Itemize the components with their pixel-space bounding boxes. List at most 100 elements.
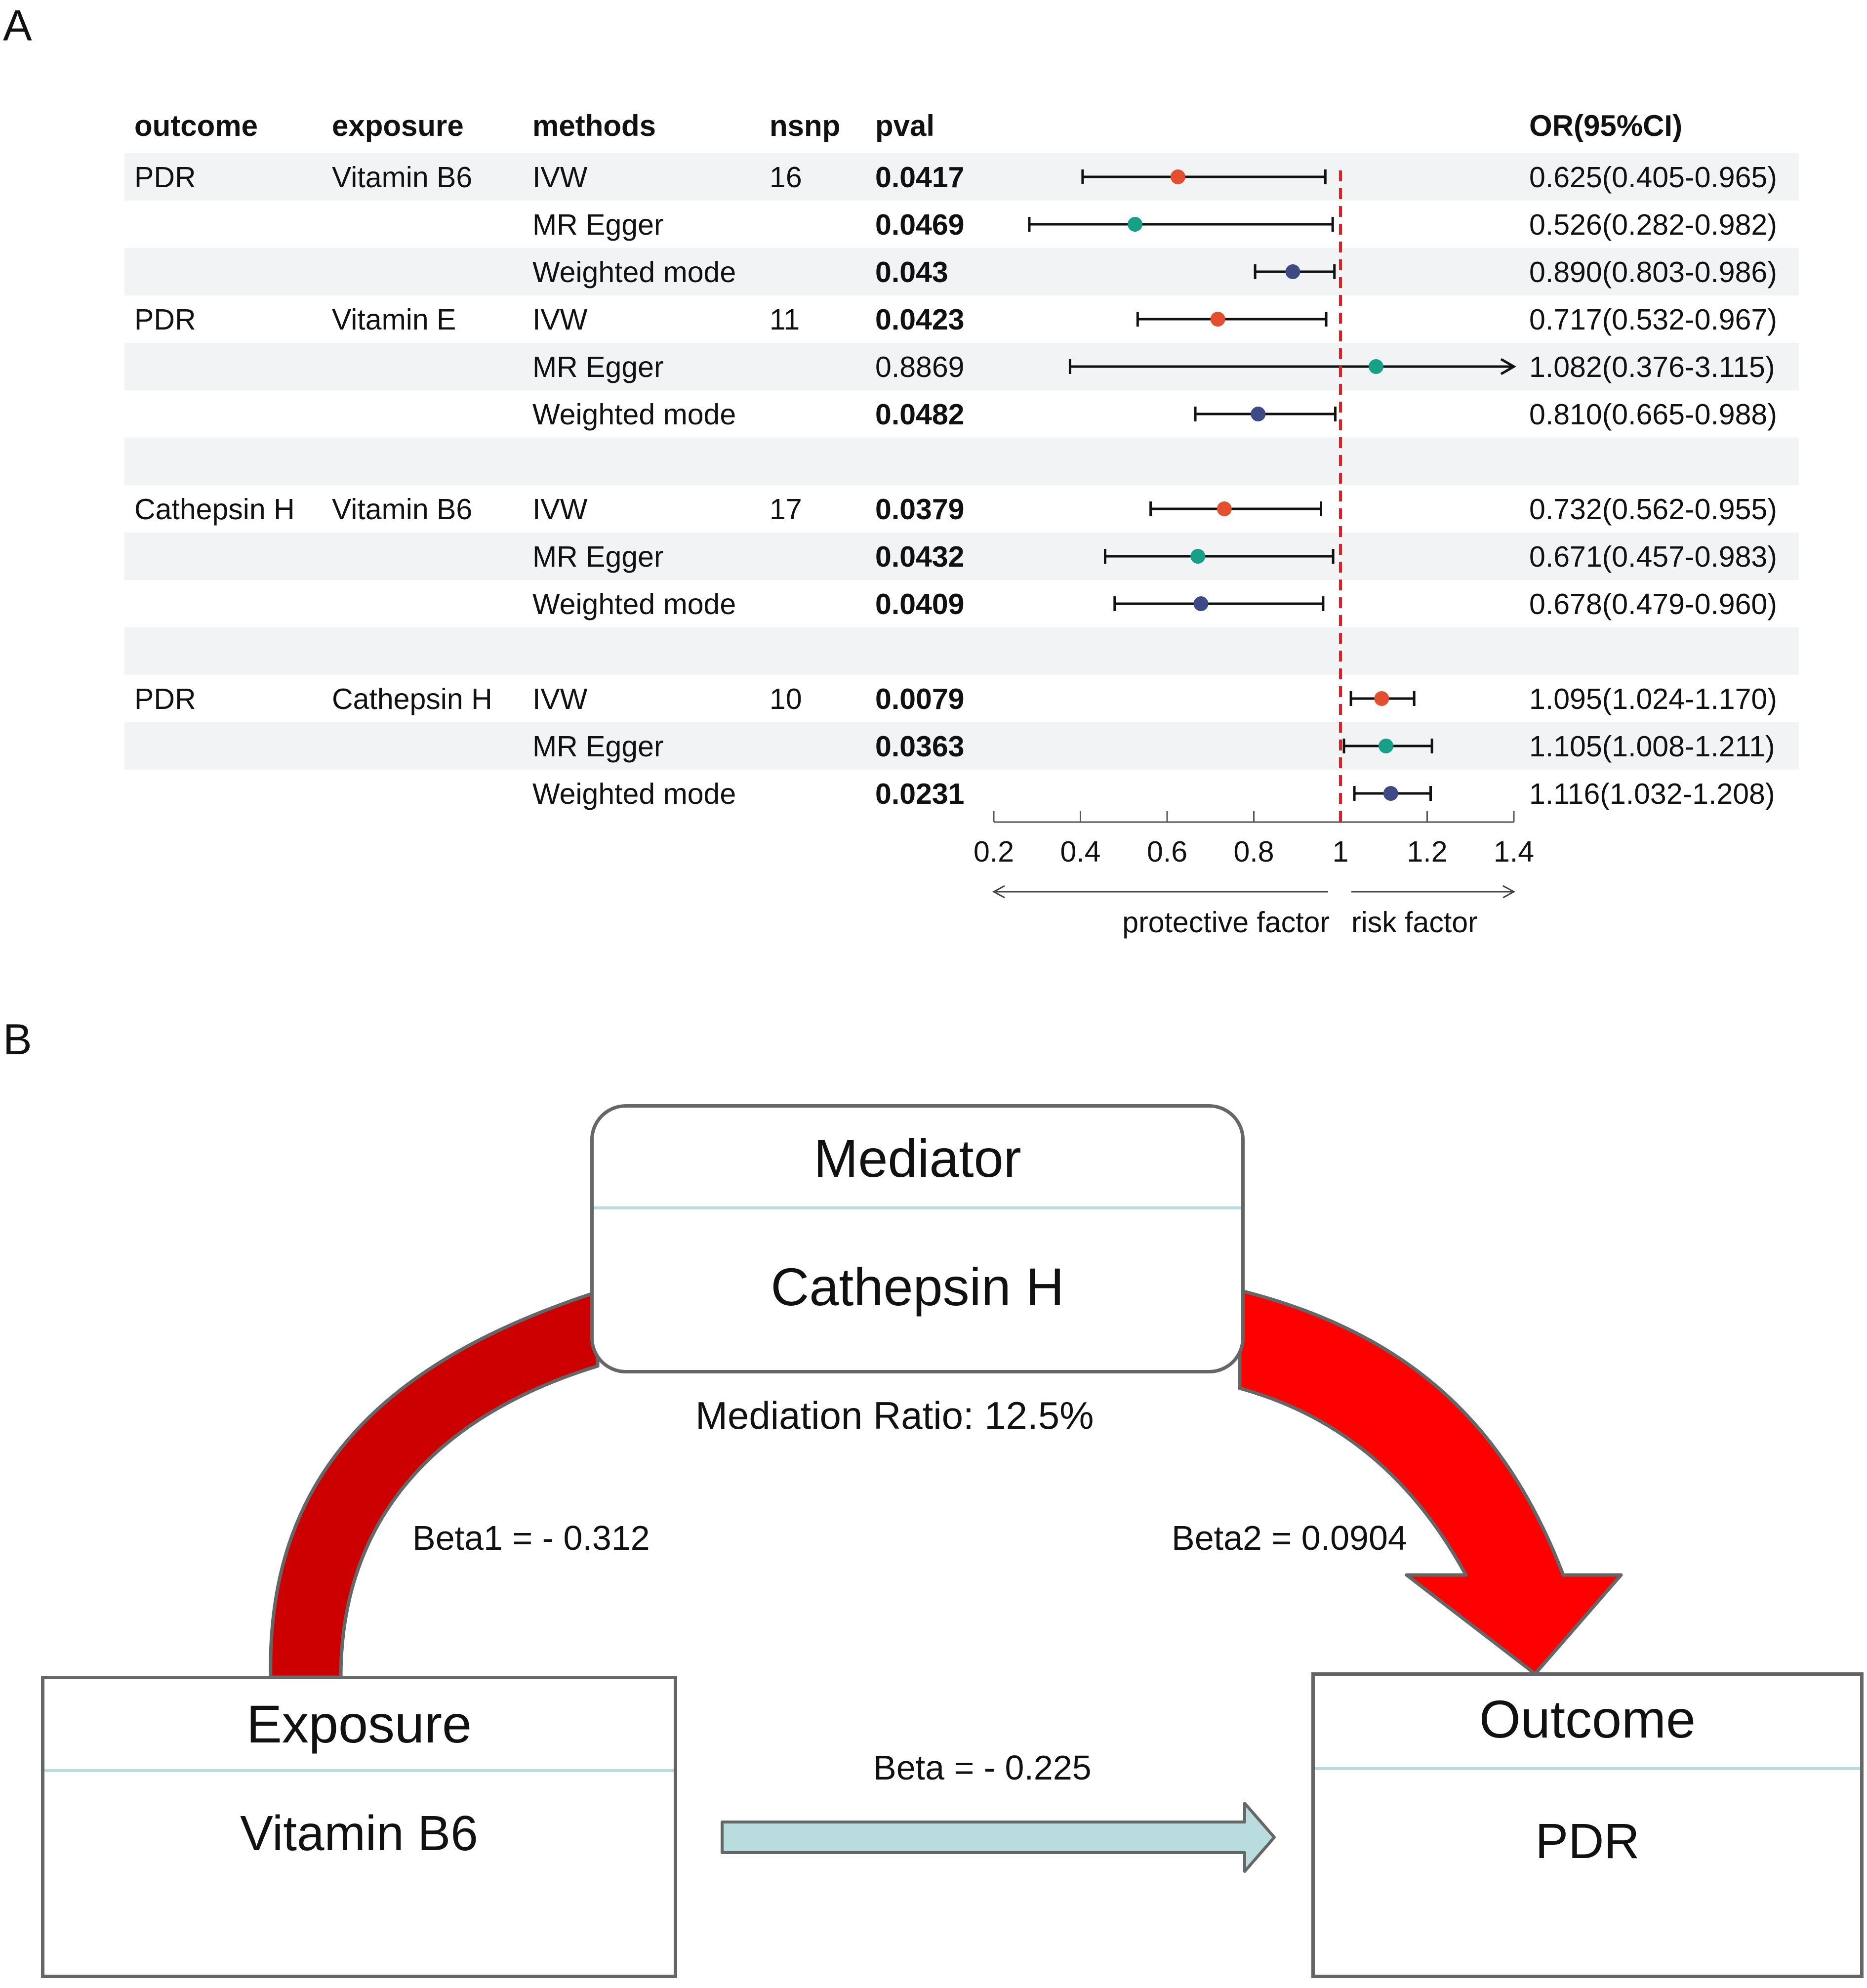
- point-estimate: [1383, 786, 1398, 801]
- point-estimate: [1170, 169, 1185, 184]
- cell-exposure: Vitamin B6: [332, 493, 472, 526]
- mediator-title: Mediator: [813, 1128, 1021, 1188]
- risk-factor-label: risk factor: [1351, 906, 1478, 939]
- exposure-to-mediator-arrow: [269, 1290, 600, 1679]
- cell-method: MR Egger: [532, 540, 664, 573]
- point-estimate: [1128, 217, 1143, 232]
- header-methods: methods: [532, 109, 656, 142]
- cell-pval: 0.043: [875, 256, 948, 289]
- point-estimate: [1368, 359, 1383, 374]
- cell-pval: 0.0231: [875, 778, 964, 810]
- row-shade: [124, 343, 1799, 390]
- cell-method: MR Egger: [532, 730, 664, 763]
- cell-nsnp: 16: [770, 161, 802, 194]
- exposure-divider: [44, 1769, 674, 1772]
- cell-method: IVW: [532, 493, 588, 526]
- cell-or-ci: 0.890(0.803-0.986): [1529, 256, 1777, 289]
- cell-pval: 0.0379: [875, 493, 964, 526]
- row-shade: [124, 438, 1799, 485]
- cell-method: Weighted mode: [532, 588, 736, 621]
- mediator-box: Mediator Cathepsin H: [590, 1104, 1245, 1373]
- cell-pval: 0.0482: [875, 398, 964, 431]
- cell-or-ci: 0.526(0.282-0.982): [1529, 208, 1777, 241]
- cell-or-ci: 0.678(0.479-0.960): [1529, 588, 1777, 621]
- mediator-divider: [594, 1206, 1241, 1209]
- cell-pval: 0.0409: [875, 588, 964, 621]
- cell-method: Weighted mode: [532, 256, 736, 289]
- table-row: Weighted mode 0.0482 0.810(0.665-0.988): [532, 398, 1777, 431]
- cell-outcome: PDR: [134, 161, 196, 194]
- cell-nsnp: 17: [770, 493, 802, 526]
- cell-or-ci: 0.810(0.665-0.988): [1529, 398, 1777, 431]
- table-row: MR Egger 0.0432 0.671(0.457-0.983): [532, 540, 1777, 573]
- cell-pval: 0.8869: [875, 351, 964, 383]
- outcome-box: Outcome PDR: [1311, 1672, 1864, 1978]
- table-row: MR Egger 0.8869 1.082(0.376-3.115): [532, 351, 1775, 383]
- outcome-name: PDR: [1535, 1814, 1640, 1869]
- cell-pval: 0.0417: [875, 161, 964, 194]
- table-header: outcome exposure methods nsnp pval OR(95…: [134, 109, 1682, 142]
- point-estimate: [1379, 739, 1394, 753]
- mediator-to-outcome-arrow: [1238, 1288, 1623, 1676]
- point-estimate: [1285, 264, 1300, 279]
- header-exposure: exposure: [332, 109, 464, 142]
- outcome-divider: [1315, 1767, 1860, 1770]
- cell-method: Weighted mode: [532, 398, 736, 431]
- tick-label: 0.2: [974, 835, 1014, 868]
- row-shade: [124, 627, 1799, 675]
- table-row: Weighted mode 0.0409 0.678(0.479-0.960): [532, 588, 1777, 621]
- cell-pval: 0.0432: [875, 540, 964, 573]
- point-estimate: [1210, 312, 1225, 327]
- forest-marks: [1028, 169, 1517, 828]
- tick-label: 1.2: [1407, 835, 1447, 868]
- arrow-layer: [269, 1288, 1623, 1873]
- exposure-title: Exposure: [246, 1694, 472, 1754]
- row-shade: [124, 153, 1799, 201]
- cell-or-ci: 0.671(0.457-0.983): [1529, 540, 1777, 573]
- header-pval: pval: [875, 109, 934, 142]
- tick-label: 1: [1333, 835, 1349, 868]
- beta-label: Beta = - 0.225: [873, 1748, 1092, 1787]
- cell-outcome: PDR: [134, 303, 196, 336]
- point-estimate: [1193, 596, 1209, 611]
- ci-arrowhead: [1500, 358, 1517, 375]
- header-nsnp: nsnp: [770, 109, 840, 142]
- cell-exposure: Cathepsin H: [332, 683, 492, 715]
- table-row: PDR Cathepsin H IVW 10 0.0079 1.095(1.024-1.1…: [134, 683, 1777, 715]
- cell-outcome: PDR: [134, 683, 196, 715]
- header-outcome: outcome: [134, 109, 258, 142]
- cell-method: IVW: [532, 303, 588, 336]
- cell-method: MR Egger: [532, 208, 664, 241]
- cell-pval: 0.0079: [875, 683, 964, 715]
- outcome-title: Outcome: [1479, 1689, 1696, 1749]
- cell-nsnp: 10: [770, 683, 802, 715]
- cell-pval: 0.0469: [875, 208, 964, 241]
- row-shading: [124, 153, 1799, 770]
- panel-label-a: A: [3, 1, 32, 50]
- point-estimate: [1217, 501, 1232, 516]
- cell-or-ci: 1.116(1.032-1.208): [1529, 778, 1775, 810]
- table-row: Weighted mode 0.043 0.890(0.803-0.986): [532, 256, 1777, 289]
- exposure-name: Vitamin B6: [240, 1806, 478, 1861]
- cell-or-ci: 1.082(0.376-3.115): [1529, 351, 1775, 383]
- cell-or-ci: 1.095(1.024-1.170): [1529, 683, 1777, 715]
- cell-method: MR Egger: [532, 351, 664, 383]
- row-shade: [124, 722, 1799, 770]
- cell-method: IVW: [532, 161, 588, 194]
- cell-or-ci: 0.732(0.562-0.955): [1529, 493, 1777, 526]
- cell-method: IVW: [532, 683, 588, 715]
- beta1-label: Beta1 = - 0.312: [412, 1519, 650, 1557]
- cell-or-ci: 0.717(0.532-0.967): [1529, 303, 1777, 336]
- panel-label-b: B: [3, 1015, 32, 1064]
- tick-label: 1.4: [1494, 835, 1534, 868]
- header-or: OR(95%CI): [1529, 109, 1682, 142]
- cell-exposure: Vitamin E: [332, 303, 456, 336]
- cell-nsnp: 11: [770, 303, 800, 336]
- row-shade: [124, 533, 1799, 580]
